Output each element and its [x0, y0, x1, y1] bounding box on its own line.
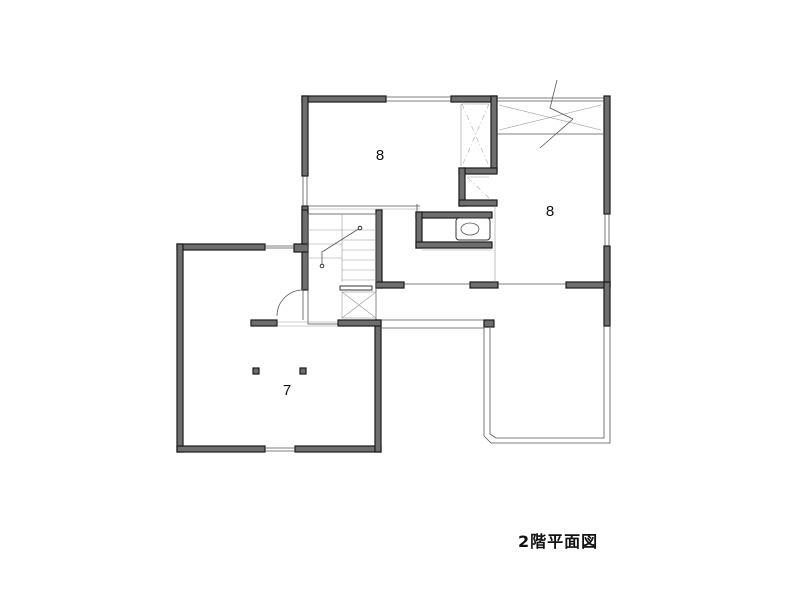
south-west-room: 7	[176, 243, 382, 453]
room-label-south-west: 7	[283, 382, 291, 399]
balcony	[381, 319, 611, 444]
closet-column	[458, 95, 498, 207]
toilet-room	[415, 204, 493, 251]
drawing-caption: 2階平面図	[518, 532, 599, 551]
room-label-north-west: 8	[376, 147, 384, 164]
east-room: 8	[385, 79, 611, 327]
room-label-east: 8	[546, 203, 554, 220]
stair-well	[293, 209, 405, 325]
